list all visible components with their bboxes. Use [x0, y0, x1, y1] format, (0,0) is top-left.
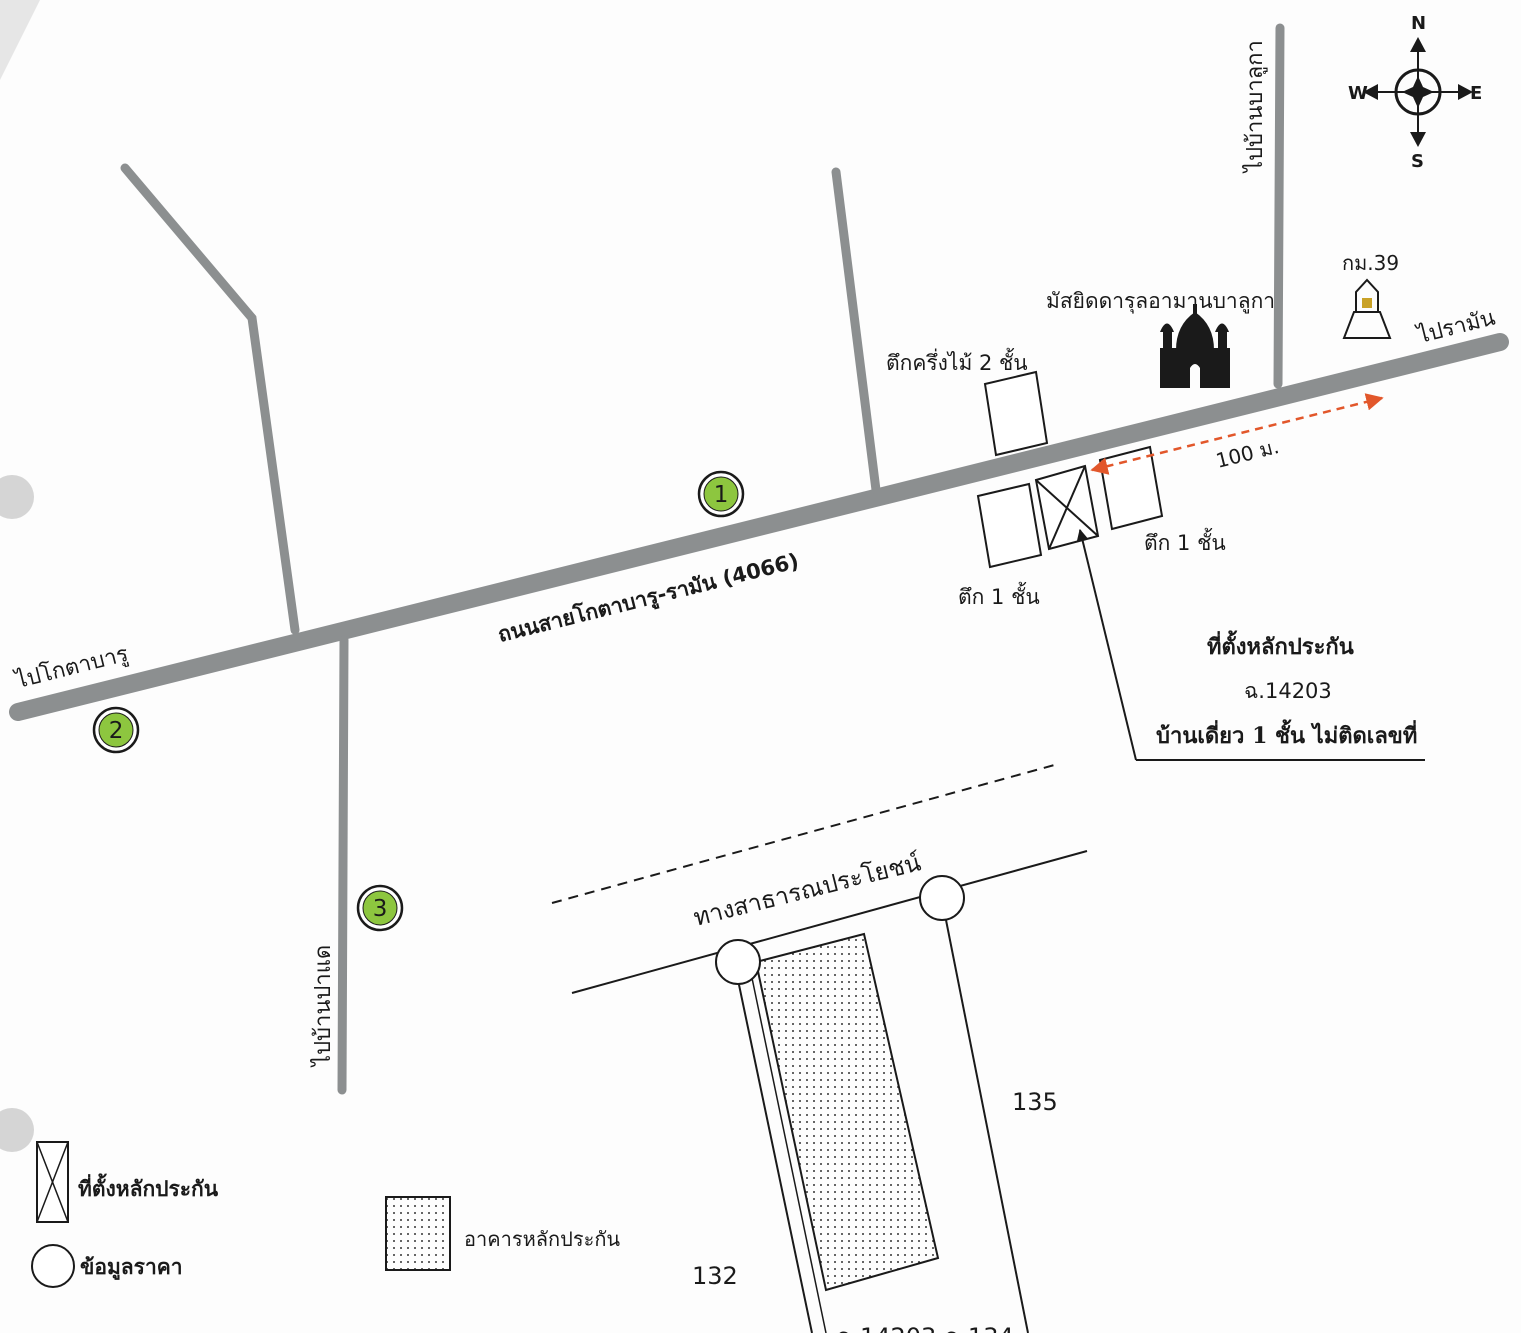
road-to-ban-pa-dae — [337, 635, 349, 1095]
building-2floor — [983, 370, 1049, 457]
compass-w: W — [1348, 83, 1368, 104]
building-1floor-left — [976, 482, 1043, 569]
plot-boundary-left-outer — [737, 979, 813, 1333]
plot-boundary-right — [945, 919, 1029, 1333]
plot-label-132: 132 — [692, 1262, 738, 1290]
boundary-marker-right — [919, 875, 965, 921]
price-point-3-number: 3 — [373, 896, 388, 922]
scan-corner — [0, 0, 40, 80]
binder-hole — [0, 1108, 34, 1152]
price-point-2: 2 — [92, 706, 140, 754]
collateral-title: ที่ตั้งหลักประกัน — [1207, 630, 1354, 660]
legend-price-data-icon — [31, 1244, 75, 1288]
public-way-road-line — [571, 850, 1088, 994]
building-1floor-right-label: ตึก 1 ชั้น — [1144, 528, 1226, 555]
building-1floor-left-label: ตึก 1 ชั้น — [958, 582, 1040, 609]
legend-collateral-location-label: ที่ตั้งหลักประกัน — [78, 1173, 219, 1201]
price-point-2-number: 2 — [109, 718, 124, 744]
collateral-deed: ฉ.14203 — [1244, 679, 1332, 703]
building-2floor-label: ตึกครึ่งไม้ 2 ชั้น — [886, 348, 1028, 375]
compass-s: S — [1411, 151, 1424, 172]
collateral-pointer-line — [1076, 528, 1137, 761]
plot-label-135: 135 — [1012, 1088, 1058, 1116]
mosque-icon — [1160, 304, 1230, 388]
mosque-label: มัสยิดดารุลอามานบาลูกา — [1046, 289, 1275, 314]
to-ban-pa-dae-label: ไปบ้านปาแด — [310, 945, 336, 1068]
collateral-location-marker — [1034, 464, 1100, 551]
distance-label: 100 ม. — [1213, 434, 1281, 473]
legend-price-data-label: ข้อมูลราคา — [80, 1254, 183, 1281]
plot-label-bottom: ฉ.14203 ฉ.134 — [836, 1323, 1014, 1333]
distance-arrow — [1090, 393, 1384, 475]
side-road-north — [831, 167, 881, 495]
public-way-label: ทางสาธารณประโยชน์ — [691, 848, 924, 932]
public-way-dashed-line — [551, 763, 1059, 904]
binder-hole — [0, 475, 34, 519]
compass-e: E — [1470, 83, 1482, 104]
boundary-marker-left — [715, 939, 761, 985]
price-point-3: 3 — [356, 884, 404, 932]
road-to-ban-baluka — [1273, 23, 1285, 389]
price-point-1-number: 1 — [714, 482, 729, 508]
legend-collateral-location-icon — [36, 1141, 69, 1223]
compass-rose-icon — [1363, 37, 1473, 147]
collateral-description: บ้านเดี่ยว 1 ชั้น ไม่ติดเลขที่ — [1156, 719, 1417, 749]
plot-boundary-left-inner — [751, 977, 827, 1333]
side-road-northwest — [120, 163, 300, 635]
legend-collateral-building-label: อาคารหลักประกัน — [464, 1227, 620, 1251]
price-point-1: 1 — [697, 470, 745, 518]
to-ban-baluka-label: ไปบ้านบาลูกา — [1242, 40, 1268, 174]
collateral-building-footprint — [754, 932, 940, 1292]
km-marker-icon — [1342, 278, 1392, 339]
km-marker-label: กม.39 — [1342, 251, 1399, 275]
legend-collateral-building-icon — [385, 1196, 451, 1271]
building-1floor-right — [1098, 445, 1164, 531]
compass-n: N — [1411, 13, 1426, 34]
